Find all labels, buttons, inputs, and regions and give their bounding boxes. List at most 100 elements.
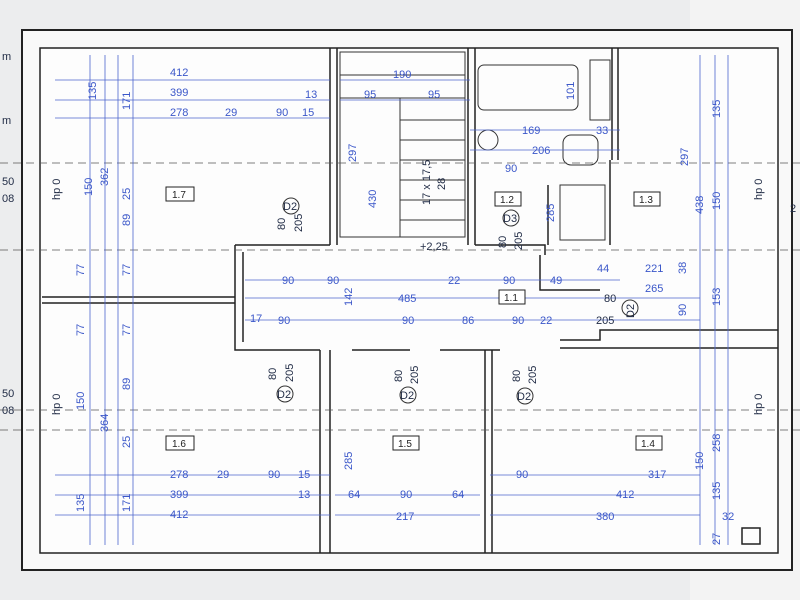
svg-text:32: 32 bbox=[722, 511, 734, 523]
room-1-5: 1.5 bbox=[398, 439, 412, 450]
svg-text:90: 90 bbox=[677, 304, 689, 316]
svg-text:80: 80 bbox=[604, 293, 616, 305]
svg-text:29: 29 bbox=[225, 107, 237, 119]
door-d2-e: 80 205 D2 bbox=[511, 366, 539, 405]
svg-text:90: 90 bbox=[505, 163, 517, 175]
svg-text:265: 265 bbox=[645, 283, 663, 295]
svg-text:221: 221 bbox=[645, 263, 663, 275]
svg-text:64: 64 bbox=[452, 489, 464, 501]
svg-text:150: 150 bbox=[83, 178, 95, 196]
svg-text:86: 86 bbox=[462, 315, 474, 327]
door-d2-b: 80 205 D2 bbox=[596, 293, 639, 327]
svg-text:317: 317 bbox=[648, 469, 666, 481]
svg-text:50: 50 bbox=[2, 176, 14, 188]
interior-walls bbox=[42, 48, 778, 553]
svg-text:hp 0: hp 0 bbox=[51, 179, 63, 200]
svg-text:90: 90 bbox=[327, 275, 339, 287]
svg-text:08: 08 bbox=[2, 405, 14, 417]
svg-text:205: 205 bbox=[513, 232, 525, 250]
corner-fixture bbox=[741, 527, 761, 545]
svg-text:25: 25 bbox=[121, 436, 133, 448]
svg-text:90: 90 bbox=[512, 315, 524, 327]
room-labels: 1.7 1.2 1.3 1.1 1.6 1.5 1.4 bbox=[165, 186, 663, 451]
svg-text:80: 80 bbox=[267, 368, 279, 380]
staircase: 17 x 17,5 28 +2,25 bbox=[339, 51, 466, 253]
svg-text:364: 364 bbox=[99, 414, 111, 432]
svg-text:171: 171 bbox=[121, 92, 133, 110]
svg-text:135: 135 bbox=[711, 100, 723, 118]
svg-text:95: 95 bbox=[364, 89, 376, 101]
svg-text:08: 08 bbox=[2, 193, 14, 205]
svg-text:15: 15 bbox=[298, 469, 310, 481]
svg-text:90: 90 bbox=[516, 469, 528, 481]
svg-text:438: 438 bbox=[694, 196, 706, 214]
svg-text:399: 399 bbox=[170, 489, 188, 501]
svg-text:89: 89 bbox=[121, 214, 133, 226]
svg-text:D2: D2 bbox=[283, 201, 297, 213]
door-d2-c: 80 205 D2 bbox=[267, 364, 296, 403]
hp-labels: hp 0 hp 0 hp 0 hp 0 bbox=[51, 179, 765, 415]
svg-text:217: 217 bbox=[396, 511, 414, 523]
svg-text:205: 205 bbox=[409, 366, 421, 384]
svg-text:485: 485 bbox=[398, 293, 416, 305]
room-1-2: 1.2 bbox=[500, 195, 514, 206]
svg-text:135: 135 bbox=[75, 494, 87, 512]
svg-text:90: 90 bbox=[402, 315, 414, 327]
svg-text:150: 150 bbox=[75, 392, 87, 410]
svg-text:153: 153 bbox=[711, 288, 723, 306]
svg-text:90: 90 bbox=[503, 275, 515, 287]
svg-text:90: 90 bbox=[282, 275, 294, 287]
svg-text:77: 77 bbox=[75, 264, 87, 276]
door-d2-a: 80 205 D2 bbox=[276, 197, 305, 232]
svg-text:90: 90 bbox=[400, 489, 412, 501]
svg-text:135: 135 bbox=[711, 482, 723, 500]
svg-text:2: 2 bbox=[790, 203, 796, 215]
svg-text:38: 38 bbox=[677, 262, 689, 274]
svg-text:101: 101 bbox=[565, 82, 577, 100]
svg-text:44: 44 bbox=[597, 263, 609, 275]
room-1-4: 1.4 bbox=[641, 439, 655, 450]
svg-text:205: 205 bbox=[293, 214, 305, 232]
level-label: +2,25 bbox=[420, 241, 448, 253]
door-d3: 80 205 D3 bbox=[497, 209, 525, 250]
svg-text:49: 49 bbox=[550, 275, 562, 287]
dims-left: 362 150 25 89 77 77 77 77 150 89 25 364 … bbox=[75, 168, 133, 512]
svg-text:278: 278 bbox=[170, 107, 188, 119]
svg-text:77: 77 bbox=[75, 324, 87, 336]
door-d2-d: 80 205 D2 bbox=[393, 366, 421, 404]
svg-text:hp 0: hp 0 bbox=[753, 179, 765, 200]
svg-text:80: 80 bbox=[511, 370, 523, 382]
svg-text:D2: D2 bbox=[277, 389, 291, 401]
svg-text:hp 0: hp 0 bbox=[51, 394, 63, 415]
svg-text:77: 77 bbox=[121, 264, 133, 276]
svg-text:89: 89 bbox=[121, 378, 133, 390]
svg-text:205: 205 bbox=[284, 364, 296, 382]
svg-text:90: 90 bbox=[268, 469, 280, 481]
svg-text:25: 25 bbox=[121, 188, 133, 200]
room-1-6: 1.6 bbox=[172, 439, 186, 450]
room-1-3: 1.3 bbox=[639, 195, 653, 206]
svg-text:285: 285 bbox=[343, 452, 355, 470]
svg-text:285: 285 bbox=[545, 204, 557, 222]
svg-text:13: 13 bbox=[298, 489, 310, 501]
svg-text:29: 29 bbox=[217, 469, 229, 481]
svg-text:150: 150 bbox=[711, 192, 723, 210]
svg-text:362: 362 bbox=[99, 168, 111, 186]
svg-text:190: 190 bbox=[393, 69, 411, 81]
svg-text:412: 412 bbox=[170, 67, 188, 79]
svg-text:399: 399 bbox=[170, 87, 188, 99]
svg-text:412: 412 bbox=[616, 489, 634, 501]
dims-bottom: 278 29 90 15 399 13 412 64 90 64 217 90 … bbox=[170, 434, 734, 545]
room-1-7: 1.7 bbox=[172, 190, 186, 201]
svg-text:17: 17 bbox=[250, 313, 262, 325]
svg-text:430: 430 bbox=[367, 190, 379, 208]
svg-text:80: 80 bbox=[497, 236, 509, 248]
dims-top: 412 399 278 29 90 15 135 171 190 13 95 9… bbox=[87, 67, 723, 175]
svg-text:m: m bbox=[2, 51, 11, 63]
svg-text:297: 297 bbox=[679, 148, 691, 166]
svg-text:13: 13 bbox=[305, 89, 317, 101]
svg-text:380: 380 bbox=[596, 511, 614, 523]
svg-text:412: 412 bbox=[170, 509, 188, 521]
dimension-lines bbox=[55, 55, 729, 545]
